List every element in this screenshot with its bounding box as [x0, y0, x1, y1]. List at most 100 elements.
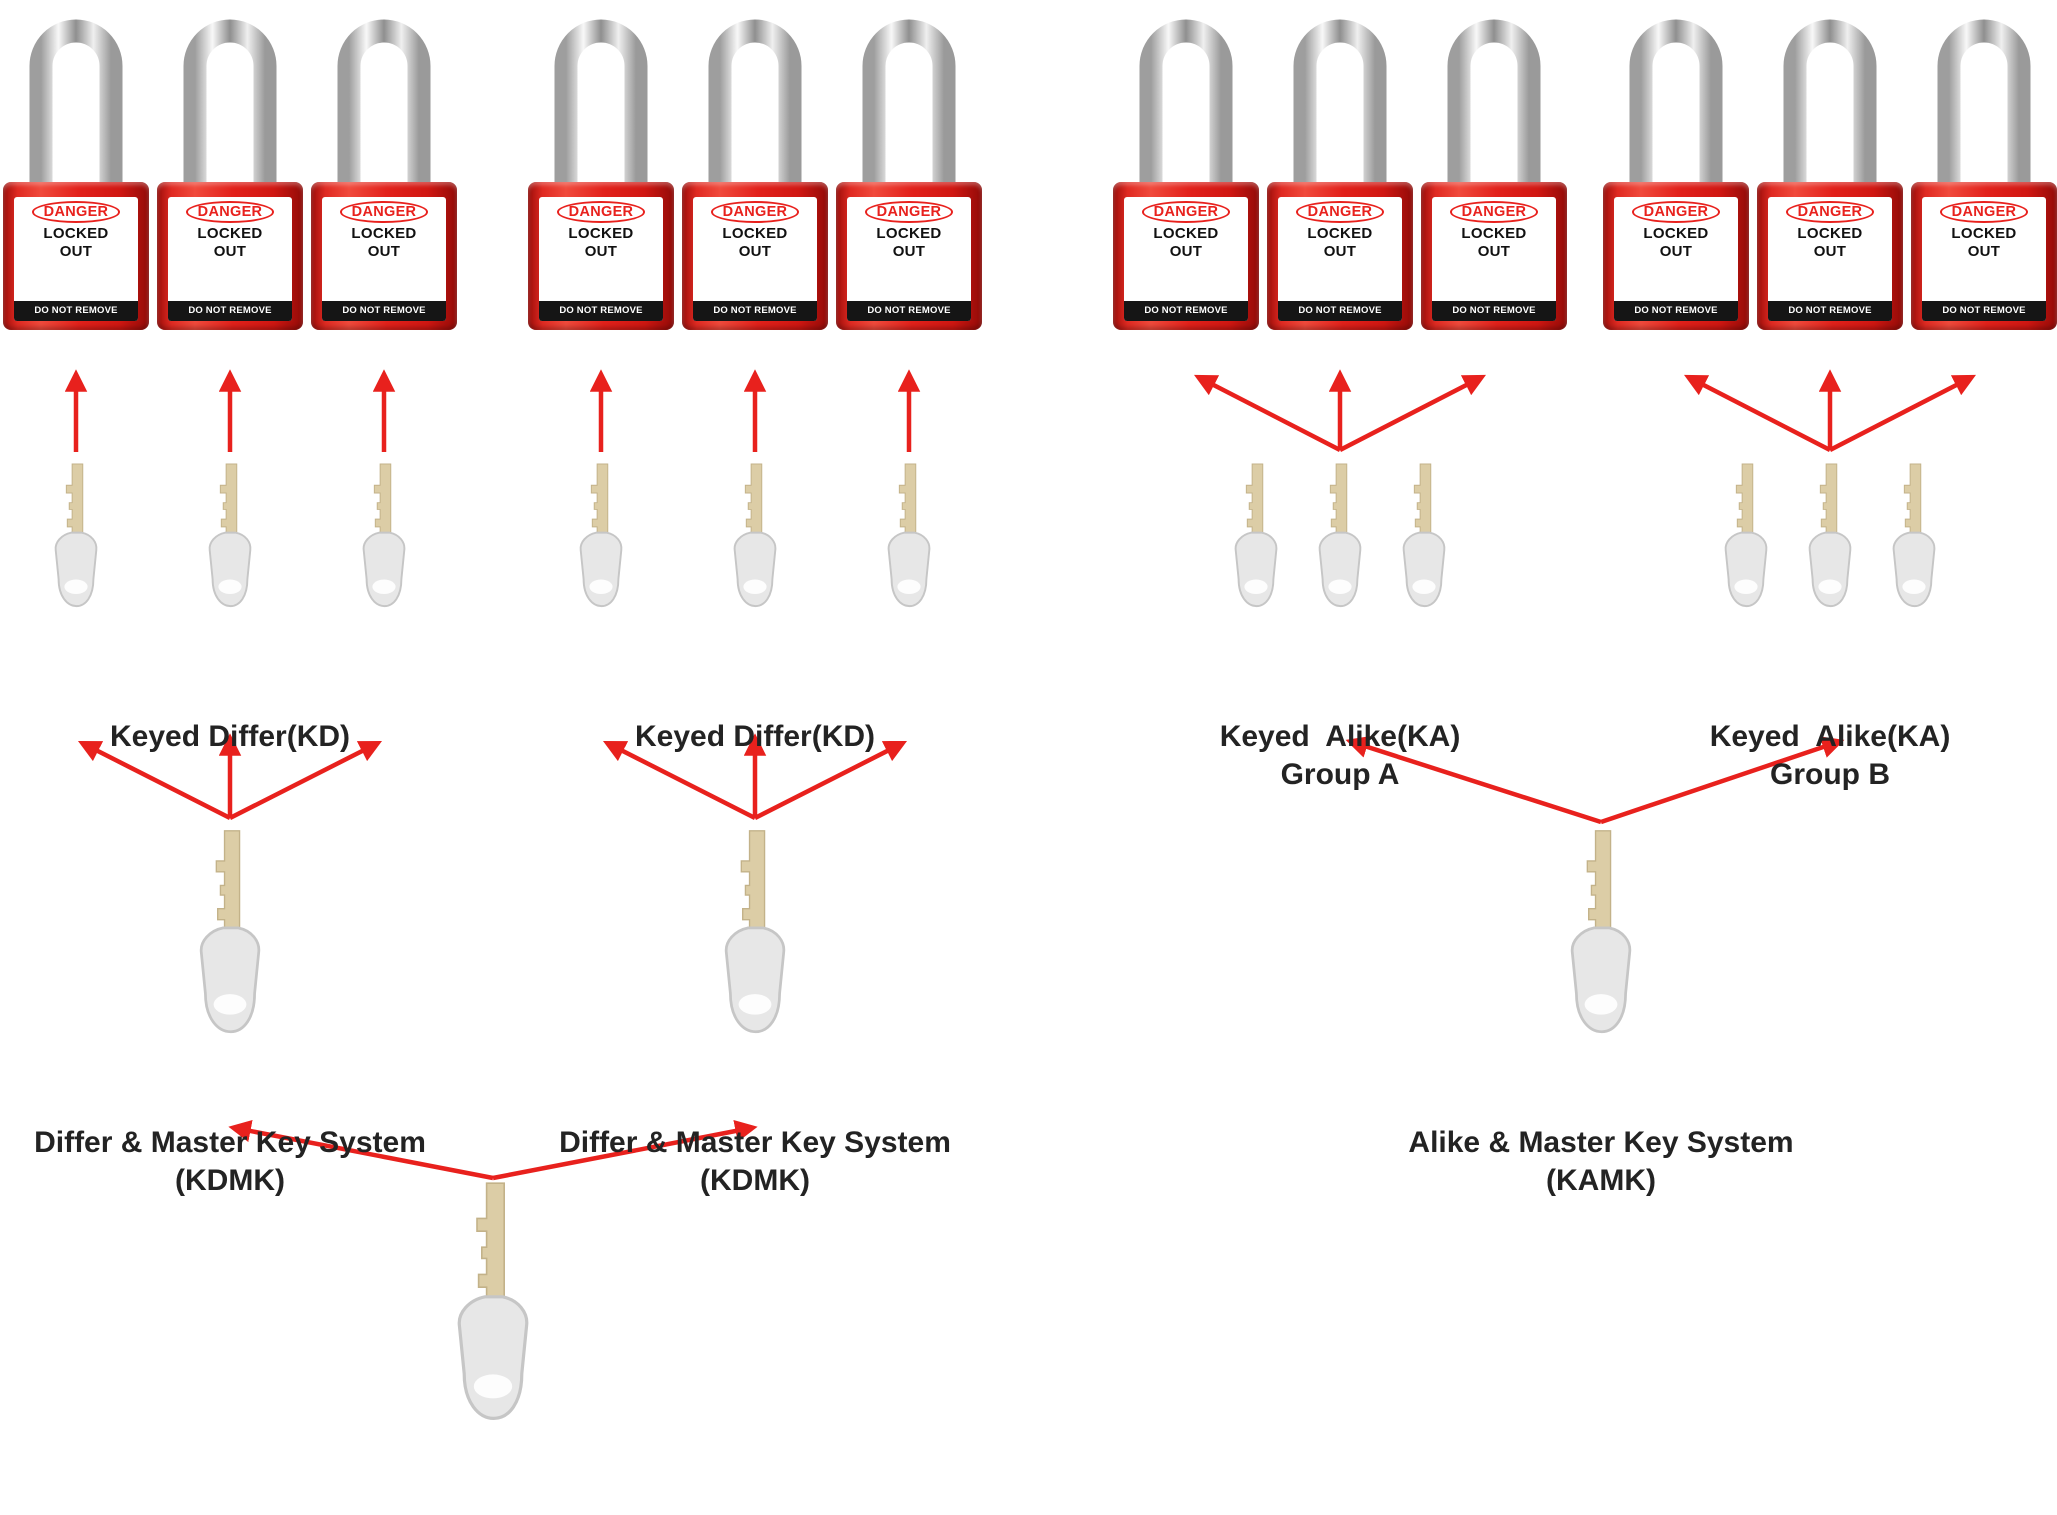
do-not-remove-strip: DO NOT REMOVE	[1768, 301, 1892, 321]
group-label-kd-2: Keyed Differ(KD)	[634, 720, 876, 753]
arrow-ka-b-keys-to-ka-b-padlock-3	[1828, 374, 1977, 453]
danger-text: DANGER	[1939, 201, 2029, 223]
danger-text: DANGER	[710, 201, 800, 223]
do-not-remove-strip: DO NOT REMOVE	[322, 301, 446, 321]
do-not-remove-strip: DO NOT REMOVE	[1614, 301, 1738, 321]
key-icon	[1885, 462, 1943, 612]
do-not-remove-strip: DO NOT REMOVE	[1278, 301, 1402, 321]
key-icon	[726, 462, 784, 612]
do-not-remove-strip: DO NOT REMOVE	[1124, 301, 1248, 321]
danger-text: DANGER	[1449, 201, 1539, 223]
do-not-remove-strip: DO NOT REMOVE	[1432, 301, 1556, 321]
key-icon	[355, 462, 413, 612]
shackle-icon	[708, 19, 802, 202]
danger-text: DANGER	[864, 201, 954, 223]
do-not-remove-strip: DO NOT REMOVE	[539, 301, 663, 321]
key-icon	[1311, 462, 1369, 612]
master-key-icon	[189, 828, 271, 1040]
danger-text: DANGER	[1631, 201, 1721, 223]
danger-text: DANGER	[31, 201, 121, 223]
shackle-icon	[554, 19, 648, 202]
key-icon	[47, 462, 105, 612]
grand-master-key-icon	[445, 1180, 541, 1428]
key-icon	[572, 462, 630, 612]
group-label-ka-b: Keyed Alike(KA)Group B	[1709, 720, 1951, 791]
shackle-icon	[862, 19, 956, 202]
key-icon	[1801, 462, 1859, 612]
group-label-kd-1: Keyed Differ(KD)	[109, 720, 351, 753]
master-key-icon	[714, 828, 796, 1040]
arrow-ka-b-keys-to-ka-b-padlock-1	[1683, 374, 1832, 453]
do-not-remove-strip: DO NOT REMOVE	[14, 301, 138, 321]
shackle-icon	[1783, 19, 1877, 202]
shackle-icon	[1447, 19, 1541, 202]
danger-text: DANGER	[339, 201, 429, 223]
danger-text: DANGER	[1295, 201, 1385, 223]
shackle-icon	[337, 19, 431, 202]
do-not-remove-strip: DO NOT REMOVE	[168, 301, 292, 321]
danger-text: DANGER	[1785, 201, 1875, 223]
shackle-icon	[1937, 19, 2031, 202]
danger-text: DANGER	[1141, 201, 1231, 223]
do-not-remove-strip: DO NOT REMOVE	[847, 301, 971, 321]
grand-master-label: Grand Master Key System(GMK)	[233, 1434, 753, 1515]
system-label-kdmk-2: Differ & Master Key System(KDMK)	[559, 1126, 951, 1197]
shackle-icon	[1629, 19, 1723, 202]
system-label-kamk: Alike & Master Key System(KAMK)	[1408, 1126, 1794, 1197]
key-icon	[880, 462, 938, 612]
key-icon	[1395, 462, 1453, 612]
shackle-icon	[183, 19, 277, 202]
danger-text: DANGER	[185, 201, 275, 223]
danger-text: DANGER	[556, 201, 646, 223]
arrow-ka-a-keys-to-ka-a-padlock-3	[1338, 374, 1487, 453]
key-icon	[201, 462, 259, 612]
key-icon	[1227, 462, 1285, 612]
system-label-kdmk-1: Differ & Master Key System(KDMK)	[34, 1126, 426, 1197]
master-key-icon	[1560, 828, 1642, 1040]
arrow-ka-a-keys-to-ka-a-padlock-1	[1193, 374, 1342, 453]
